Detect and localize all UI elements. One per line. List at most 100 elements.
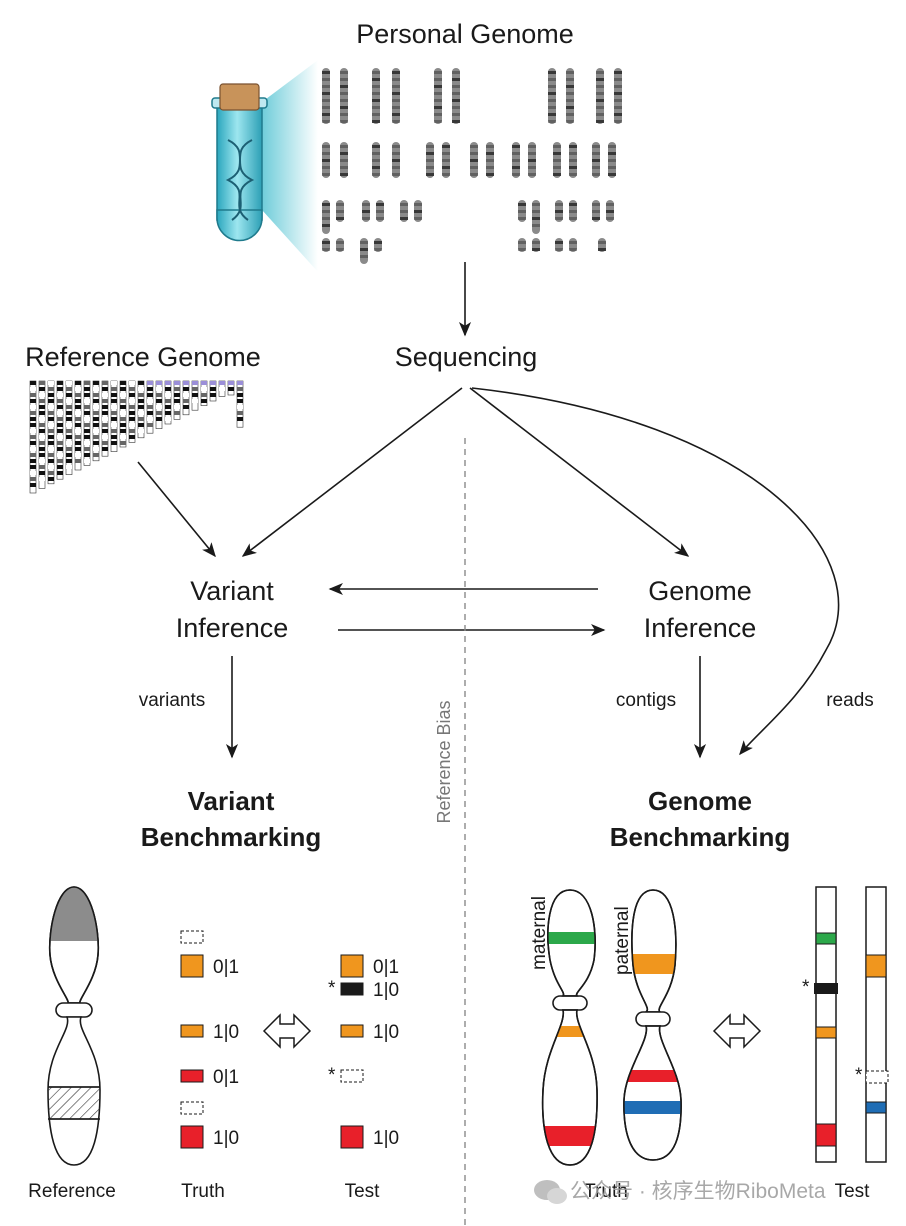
reference-chromosome-bar bbox=[173, 380, 181, 420]
karyotype-chromosome bbox=[400, 200, 408, 222]
variants-edge-label: variants bbox=[139, 690, 206, 711]
karyotype-chromosome bbox=[553, 142, 561, 178]
tube-bottom bbox=[216, 209, 263, 242]
personal-genome-title: Personal Genome bbox=[356, 19, 574, 49]
truth-genotype-label: 1|0 bbox=[213, 1022, 239, 1043]
karyotype-chromosome bbox=[606, 200, 614, 222]
test-variant-row: *1|0 bbox=[328, 978, 399, 1001]
test-left-bottom-label: Test bbox=[345, 1181, 381, 1202]
reference-bias-label: Reference Bias bbox=[434, 700, 454, 823]
karyotype-chromosome bbox=[434, 68, 442, 124]
compare-double-arrow-right bbox=[712, 1013, 762, 1049]
genotype-box-empty bbox=[180, 930, 204, 944]
test-contig-1 bbox=[814, 886, 838, 1163]
karyotype-chromosome bbox=[372, 68, 380, 124]
genotype-box-red-big bbox=[180, 1125, 204, 1149]
paternal-centromere bbox=[635, 1011, 671, 1027]
reference-chromosome-bar bbox=[119, 380, 127, 448]
watermark-text: 公众号 · 核序生物RiboMeta bbox=[570, 1180, 826, 1203]
karyotype-chromosome bbox=[470, 142, 478, 178]
test-contig-2 bbox=[865, 886, 889, 1163]
karyotype-chromosome bbox=[608, 142, 616, 178]
genotype-box-orange-big bbox=[180, 954, 204, 978]
genotype-box-orange-small bbox=[180, 1024, 204, 1038]
reference-chromosome-bar bbox=[191, 380, 199, 411]
truth-left-bottom-label: Truth bbox=[181, 1181, 225, 1202]
karyotype-chromosome bbox=[322, 238, 330, 252]
truth-variants-column: 0|11|00|11|0 bbox=[180, 930, 239, 1149]
maternal-red-band bbox=[542, 1126, 598, 1146]
reference-chromosome-bar bbox=[218, 380, 226, 397]
genome-benchmarking-title-line2: Benchmarking bbox=[610, 822, 791, 852]
reference-bottom-label: Reference bbox=[28, 1181, 116, 1202]
test-variant-row: 1|0 bbox=[340, 1022, 399, 1043]
karyotype-chromosome bbox=[452, 68, 460, 124]
karyotype-chromosome bbox=[360, 238, 368, 264]
karyotype-chromosome bbox=[532, 238, 540, 252]
reference-chromosome-bar bbox=[101, 380, 109, 457]
reference-chromosome-bar bbox=[38, 380, 46, 489]
paternal-chromosome bbox=[623, 889, 682, 1161]
arrow-sequencing-to-genome bbox=[469, 387, 690, 557]
reference-chromosome-bar bbox=[29, 380, 37, 494]
genotype-box-empty bbox=[340, 1069, 364, 1083]
karyotype-chromosome bbox=[532, 200, 540, 234]
dna-helix-icon bbox=[225, 139, 255, 221]
test-asterisk: * bbox=[328, 1065, 336, 1086]
reference-bias-label-bg bbox=[428, 680, 458, 845]
reference-hatched-region bbox=[48, 1086, 100, 1120]
reference-genome-title: Reference Genome bbox=[25, 342, 261, 372]
reference-chromosome-bar bbox=[47, 380, 55, 485]
contig1-red-band bbox=[815, 1123, 837, 1147]
karyotype-chromosome bbox=[426, 142, 434, 178]
karyotype-chromosome bbox=[592, 142, 600, 178]
test-variant-row: 0|1 bbox=[340, 954, 399, 978]
reference-chromosome-bar bbox=[164, 380, 172, 425]
contig1-green-band bbox=[815, 932, 837, 945]
test-genotype-label: 1|0 bbox=[373, 1128, 399, 1149]
karyotype-chromosome bbox=[518, 238, 526, 252]
truth-variant-row bbox=[180, 930, 204, 944]
reference-centromere bbox=[55, 1002, 93, 1018]
karyotype-chromosome bbox=[528, 142, 536, 178]
contig2-asterisk: * bbox=[855, 1065, 863, 1086]
karyotype-chromosome bbox=[442, 142, 450, 178]
karyotype-chromosome bbox=[614, 68, 622, 124]
truth-genotype-label: 1|0 bbox=[213, 1128, 239, 1149]
contig2-empty-band bbox=[865, 1070, 889, 1084]
workflow-arrows bbox=[137, 387, 840, 759]
cork-icon bbox=[219, 83, 260, 111]
karyotype-chromosome bbox=[486, 142, 494, 178]
genotype-box-orange-big bbox=[340, 954, 364, 978]
test-variants-column: 0|1*1|01|0*1|0 bbox=[328, 954, 399, 1149]
karyotype-chromosome bbox=[322, 142, 330, 178]
karyotype-chromosome bbox=[336, 238, 344, 252]
contig1-asterisk: * bbox=[802, 977, 810, 998]
karyotype-chromosome bbox=[376, 200, 384, 222]
reads-edge-label: reads bbox=[826, 690, 874, 711]
paternal-label: paternal bbox=[612, 906, 633, 975]
truth-genotype-label: 0|1 bbox=[213, 1067, 239, 1088]
test-variant-row: 1|0 bbox=[340, 1125, 399, 1149]
paternal-red-band bbox=[623, 1070, 682, 1082]
test-genotype-label: 0|1 bbox=[373, 957, 399, 978]
truth-variant-row bbox=[180, 1101, 204, 1115]
test-right-bottom-label: Test bbox=[835, 1181, 871, 1202]
compare-double-arrow-left bbox=[262, 1013, 312, 1049]
karyotype-chromosome bbox=[322, 200, 330, 234]
maternal-label: maternal bbox=[529, 896, 550, 970]
reference-chromosome-bar bbox=[137, 380, 145, 439]
karyotype-chromosome bbox=[392, 142, 400, 178]
karyotype-chromosome bbox=[598, 238, 606, 252]
reference-chromosome-bar bbox=[92, 380, 100, 462]
genome-inference-label-line2: Inference bbox=[644, 613, 757, 643]
maternal-centromere bbox=[552, 995, 588, 1011]
reference-genome-ideogram bbox=[29, 380, 244, 494]
karyotype-image bbox=[322, 68, 622, 264]
reference-chromosome-bar bbox=[209, 380, 217, 402]
genotype-box-empty bbox=[180, 1101, 204, 1115]
test-tube-illustration bbox=[211, 60, 318, 272]
reference-chromosome-bar bbox=[200, 380, 208, 406]
genome-benchmarking-title-line1: Genome bbox=[648, 786, 752, 816]
reference-chromosome-bar bbox=[227, 380, 235, 396]
